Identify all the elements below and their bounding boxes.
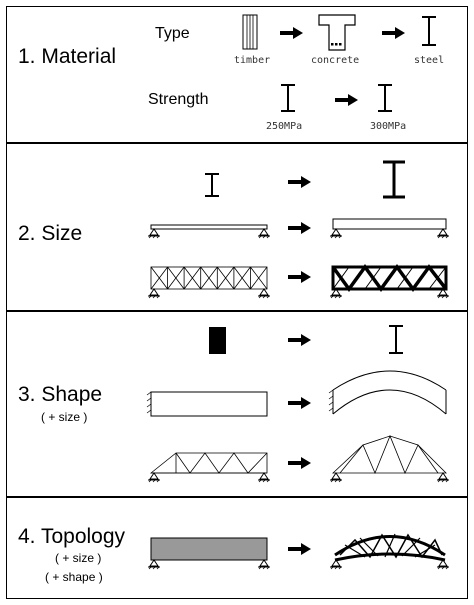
shape-note: ( + size ) — [41, 410, 88, 424]
material-title: 1. Material — [18, 45, 117, 68]
timber-label: timber — [234, 55, 271, 66]
steel-label: steel — [414, 55, 445, 66]
topology-title: 4. Topology — [18, 525, 126, 548]
topology-note-1: ( + size ) — [55, 551, 102, 565]
concrete-label: concrete — [311, 55, 360, 66]
size-title: 2. Size — [18, 222, 83, 245]
shape-title: 3. Shape — [18, 383, 103, 406]
strength-300-label: 300MPa — [370, 121, 407, 132]
strength-250-label: 250MPa — [266, 121, 303, 132]
strength-label: Strength — [148, 91, 209, 108]
topology-note-2: ( + shape ) — [45, 570, 103, 584]
type-label: Type — [155, 25, 190, 42]
